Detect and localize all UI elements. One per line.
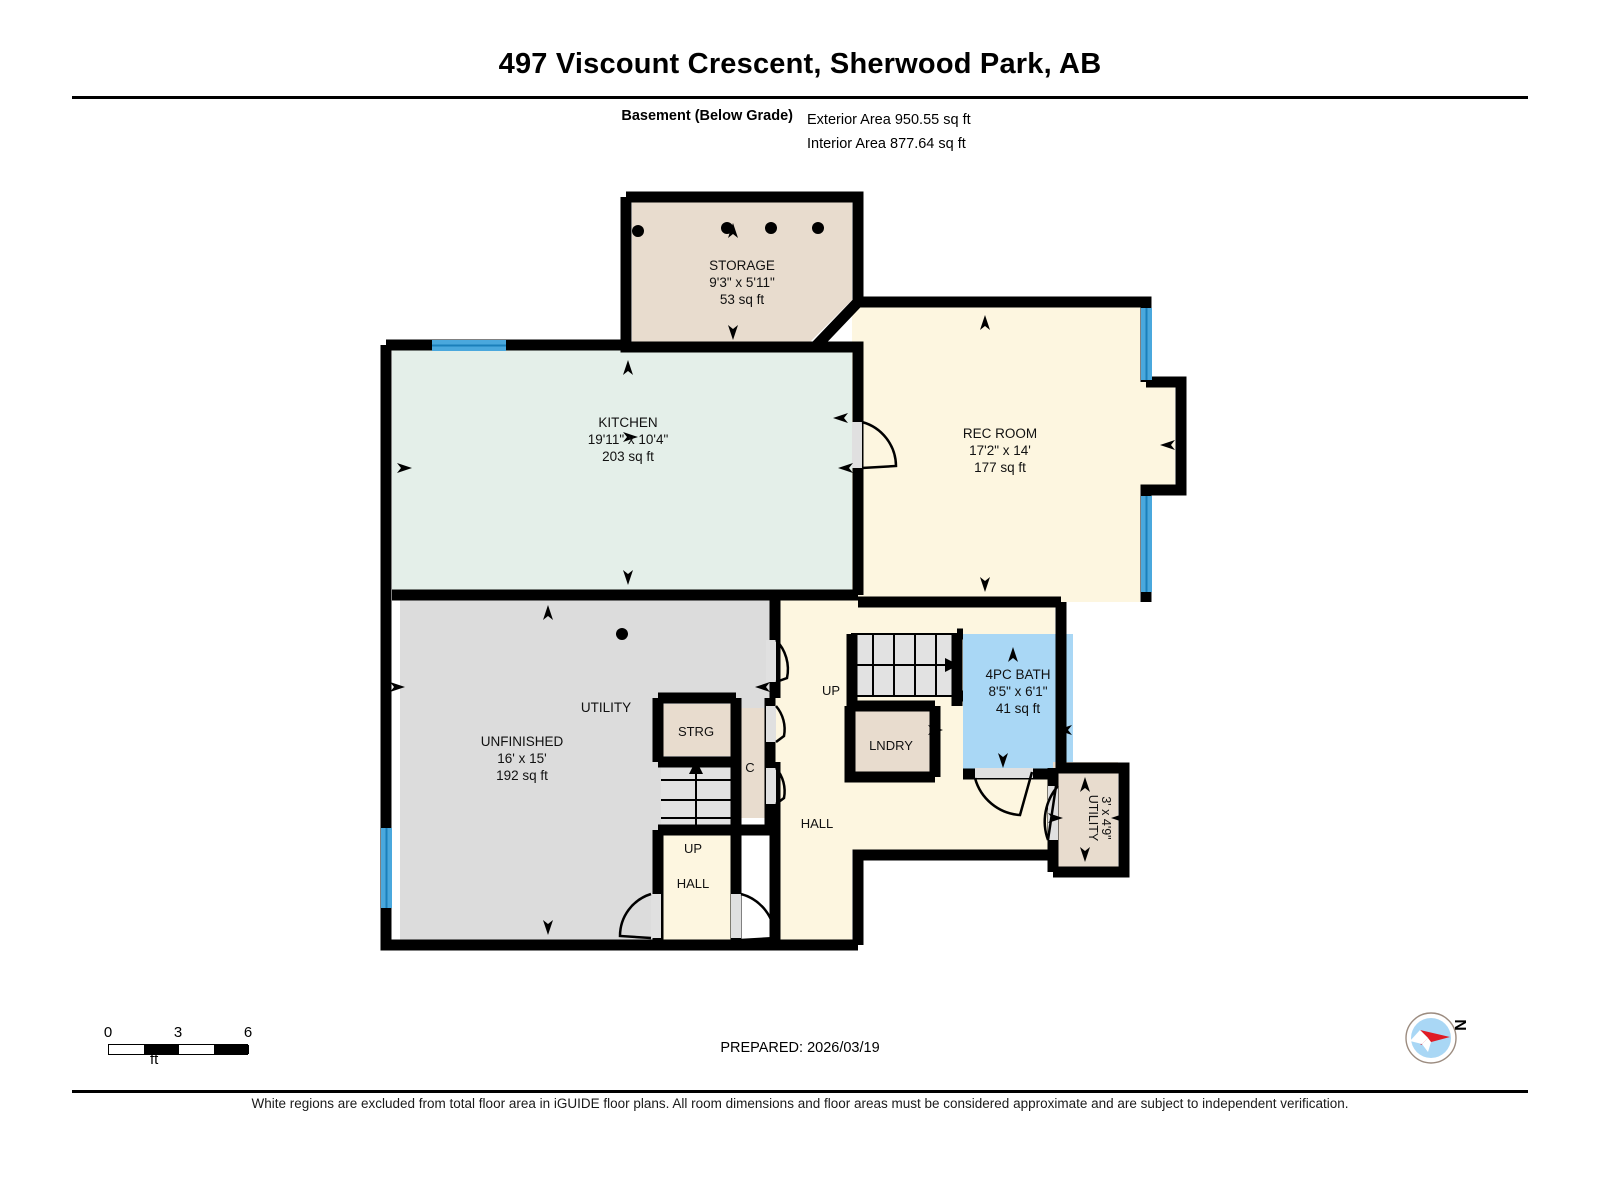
disclaimer-text: White regions are excluded from total fl… bbox=[251, 1096, 1349, 1111]
window-group bbox=[381, 308, 1152, 908]
room-label-closet: C bbox=[745, 760, 754, 775]
room-fill-rec-room bbox=[852, 300, 1175, 602]
room-area-rec-room: 177 sq ft bbox=[974, 460, 1026, 475]
room-area-bath: 41 sq ft bbox=[996, 701, 1041, 716]
room-name-storage: STORAGE bbox=[709, 258, 775, 273]
level-label: Basement (Below Grade) bbox=[621, 108, 793, 124]
room-label-hall-center: HALL bbox=[801, 816, 834, 831]
door-group bbox=[618, 420, 1059, 942]
room-dims-storage: 9'3" x 5'11" bbox=[709, 275, 775, 290]
room-fill-hall-left bbox=[661, 830, 731, 940]
stairs-label-up-left: UP bbox=[684, 841, 702, 856]
scale-bar: 0 3 6 bbox=[104, 1024, 252, 1055]
interior-area: Interior Area 877.64 sq ft bbox=[807, 136, 966, 152]
stairs-label-up-center: UP bbox=[822, 683, 840, 698]
room-fill-lndry bbox=[855, 710, 930, 772]
scale-tick-2: 6 bbox=[243, 1024, 253, 1041]
post-markers bbox=[616, 222, 824, 640]
room-fill-strg bbox=[663, 704, 731, 756]
floor-plan-drawing: STORAGE 9'3" x 5'11" 53 sq ft KITCHEN 19… bbox=[0, 150, 1600, 990]
dimension-markers bbox=[390, 223, 1175, 935]
compass-north-label: N bbox=[1450, 1019, 1468, 1031]
exterior-area: Exterior Area 950.55 sq ft bbox=[807, 112, 971, 128]
scale-unit-label: ft bbox=[150, 1051, 159, 1068]
compass-rose bbox=[1398, 1008, 1468, 1068]
room-dims-bath: 8'5" x 6'1" bbox=[988, 684, 1047, 699]
room-dims-unfinished: 16' x 15' bbox=[497, 751, 546, 766]
scale-tick-1: 3 bbox=[173, 1024, 183, 1041]
room-fill-kitchen bbox=[392, 350, 852, 590]
room-dims-utility-small: 3' x 4'9" bbox=[1099, 796, 1113, 839]
level-summary: Basement (Below Grade) Exterior Area 950… bbox=[0, 108, 1600, 156]
room-name-bath: 4PC BATH bbox=[985, 667, 1050, 682]
room-labels: STORAGE 9'3" x 5'11" 53 sq ft KITCHEN 19… bbox=[481, 258, 1113, 891]
room-dims-kitchen: 19'11" x 10'4" bbox=[588, 432, 669, 447]
header-divider bbox=[72, 96, 1528, 99]
room-dims-rec-room: 17'2" x 14' bbox=[969, 443, 1031, 458]
room-area-unfinished: 192 sq ft bbox=[496, 768, 548, 783]
room-fill-bath-ext bbox=[963, 634, 1073, 774]
room-name-kitchen: KITCHEN bbox=[598, 415, 657, 430]
room-label-hall-left: HALL bbox=[677, 876, 710, 891]
scale-bar-segments bbox=[108, 1044, 249, 1055]
room-fill-storage bbox=[632, 202, 852, 342]
prepared-date: PREPARED: 2026/03/19 bbox=[720, 1040, 880, 1056]
room-label-strg: STRG bbox=[678, 724, 714, 739]
room-name-unfinished: UNFINISHED bbox=[481, 734, 564, 749]
page-title: 497 Viscount Crescent, Sherwood Park, AB bbox=[498, 48, 1102, 80]
scale-tick-0: 0 bbox=[103, 1024, 113, 1041]
room-name-utility-small: UTILITY bbox=[1086, 795, 1100, 842]
room-label-utility: UTILITY bbox=[581, 700, 631, 715]
room-area-storage: 53 sq ft bbox=[720, 292, 765, 307]
room-area-kitchen: 203 sq ft bbox=[602, 449, 654, 464]
footer-divider bbox=[72, 1090, 1528, 1093]
room-name-rec-room: REC ROOM bbox=[963, 426, 1037, 441]
stair-treads bbox=[661, 634, 959, 830]
room-label-lndry: LNDRY bbox=[869, 738, 913, 753]
